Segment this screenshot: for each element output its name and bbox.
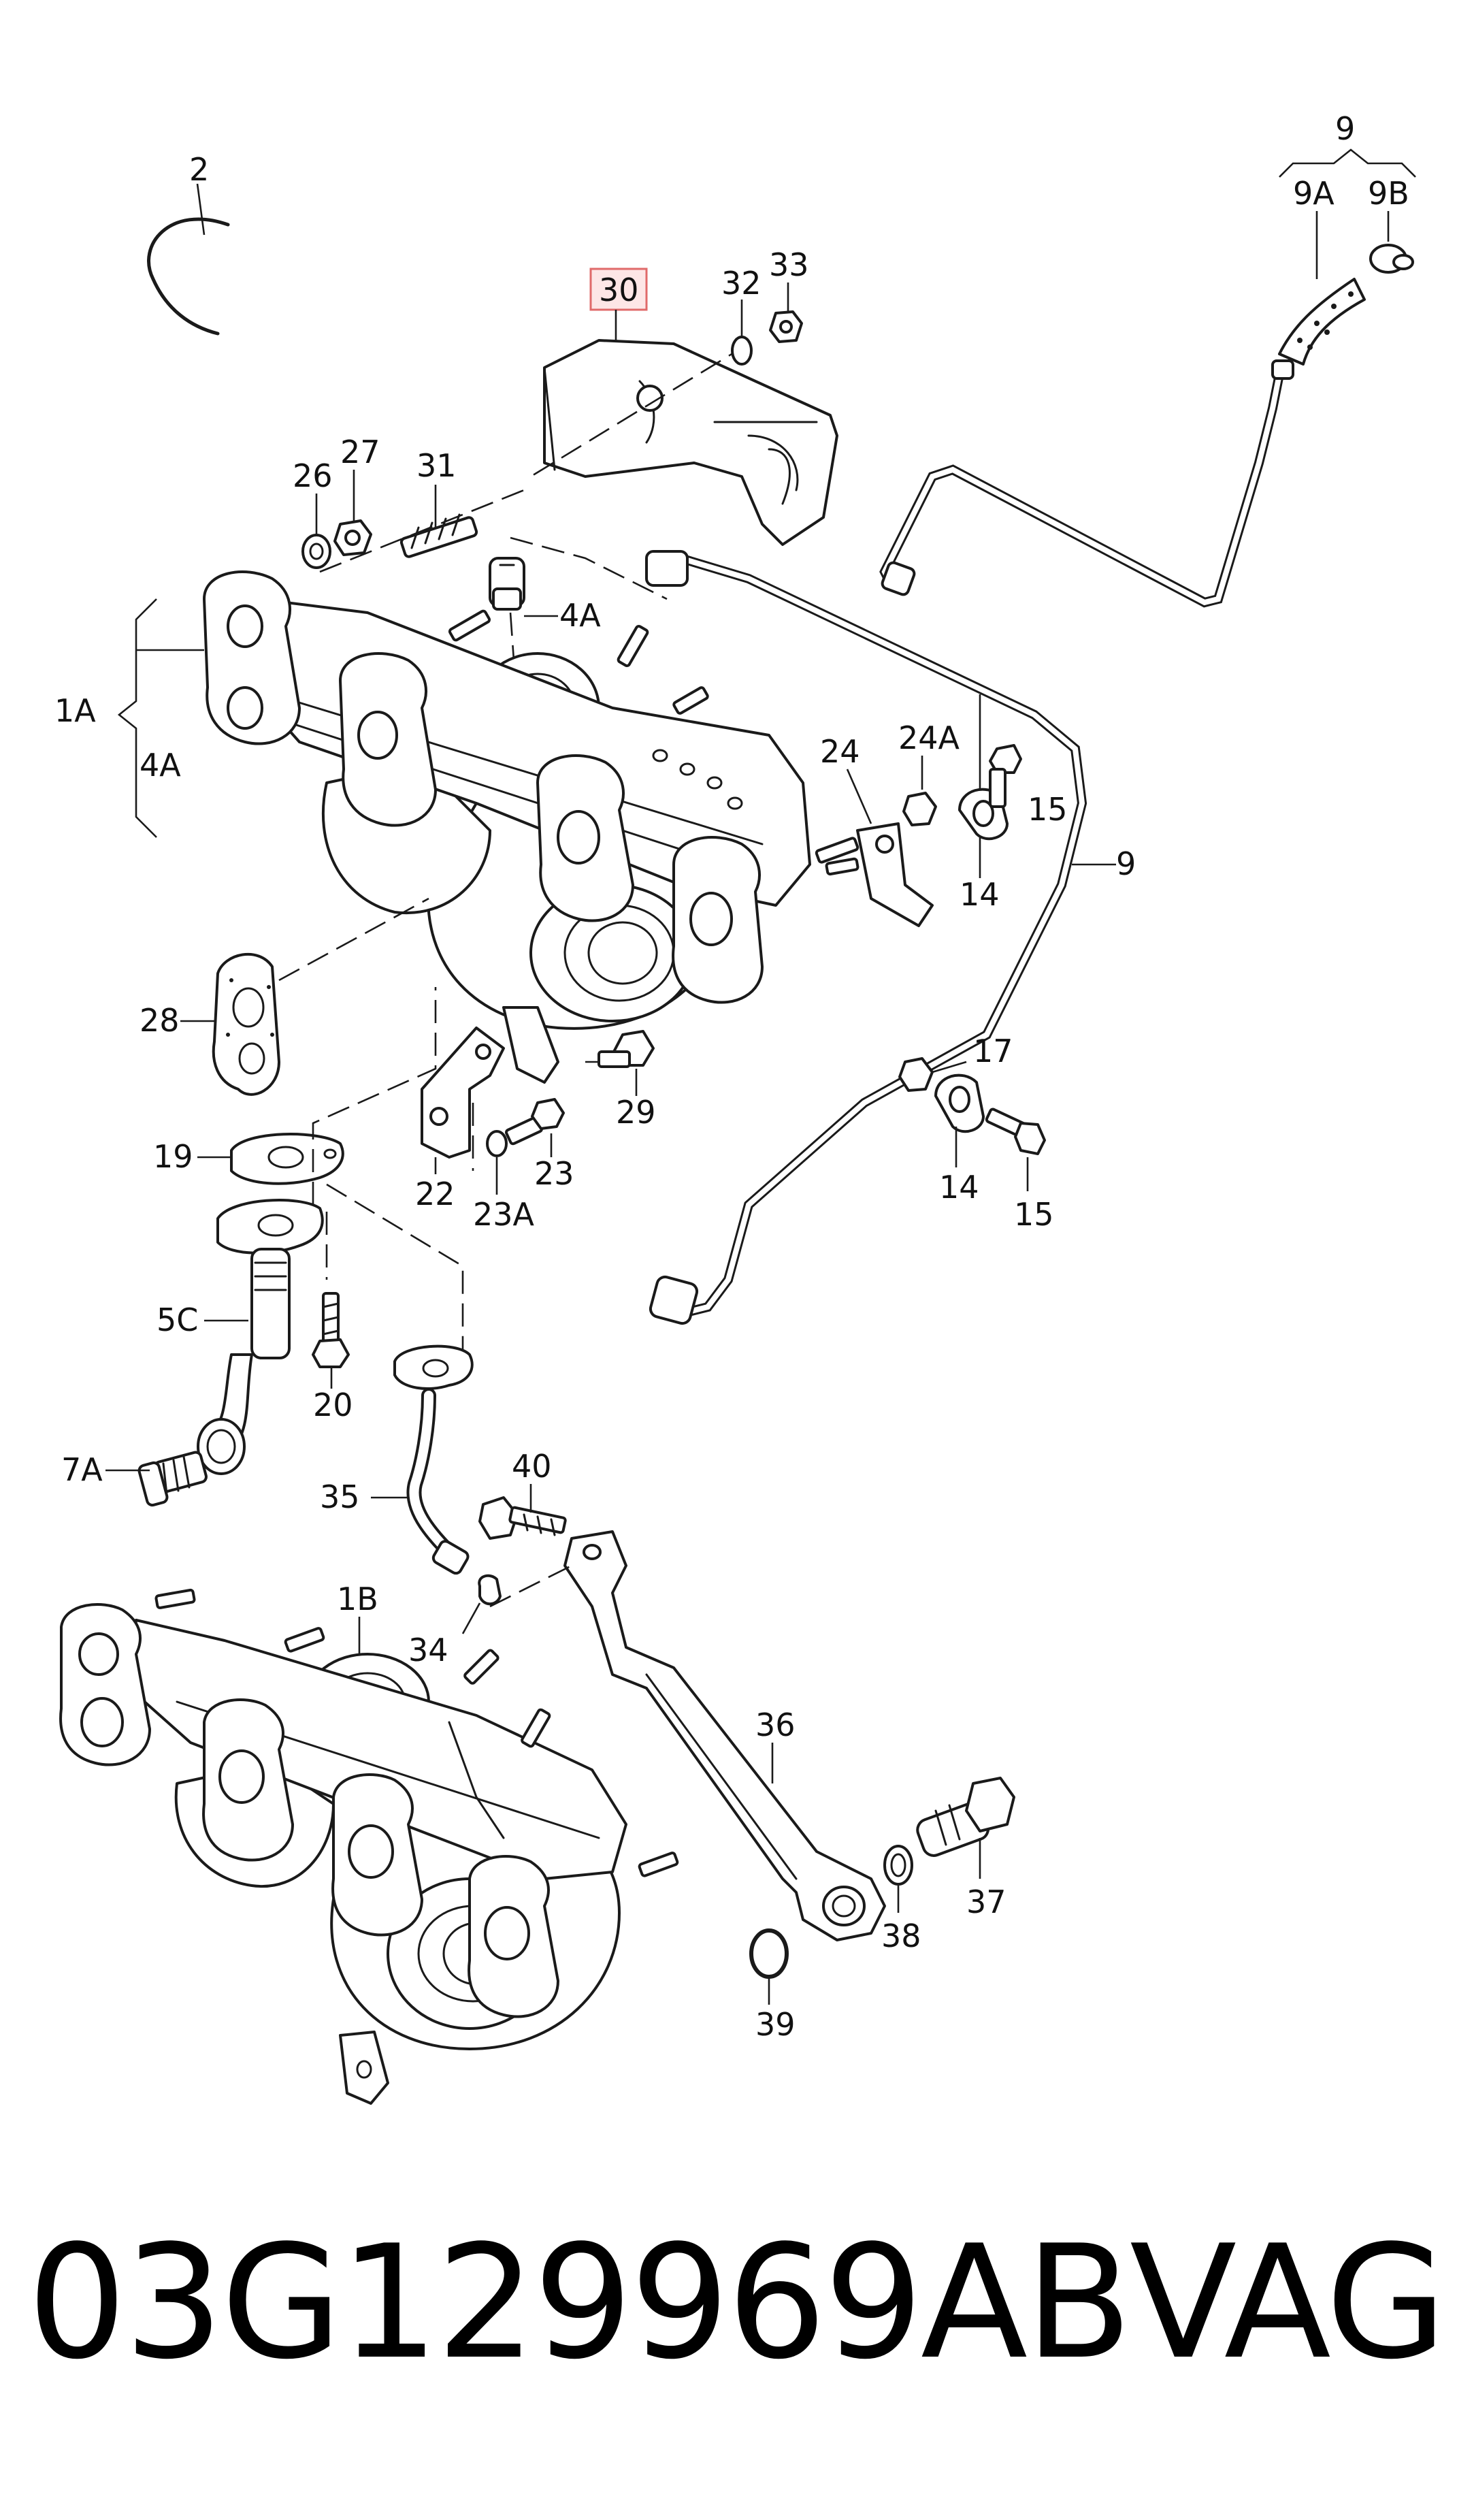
nut-part-17 <box>898 1057 934 1092</box>
callout-9: 9 <box>1335 110 1355 147</box>
stud-part-31 <box>399 513 478 558</box>
callout-9a: 9A <box>1293 175 1335 212</box>
bracket-part-24 <box>825 822 934 927</box>
clip-part-14-bottom <box>934 1073 985 1133</box>
bolt-part-29 <box>597 1030 655 1068</box>
callout-26: 26 <box>293 457 333 494</box>
callout-34: 34 <box>408 1632 448 1668</box>
circlip-part-2 <box>147 183 230 336</box>
bracket-part-22 <box>421 1027 505 1159</box>
callout-38: 38 <box>881 1918 921 1954</box>
washer-part-23a <box>486 1130 508 1157</box>
washer-part-26 <box>301 534 331 569</box>
callout-17: 17 <box>973 1033 1013 1069</box>
callout-7a: 7A <box>61 1451 103 1488</box>
bolt-part-40 <box>478 1496 567 1540</box>
callout-5c: 5C <box>157 1302 198 1338</box>
callout-14-bottom: 14 <box>939 1169 979 1206</box>
oil-line-part-9-upper <box>879 359 1294 608</box>
o-ring-part-39 <box>749 1928 789 1979</box>
callout-9-bracket <box>1279 148 1416 178</box>
callout-1a: 1A <box>54 692 96 729</box>
turbocharger-manifold-part-1b <box>59 1588 679 2105</box>
turbocharger-manifold-part-1a <box>203 570 860 1084</box>
callout-29: 29 <box>616 1094 656 1131</box>
oil-line-part-9-lower <box>645 550 1087 1325</box>
oil-hose-part-9a <box>1278 278 1366 366</box>
callout-19: 19 <box>153 1138 193 1175</box>
gasket-part-19 <box>230 1133 344 1185</box>
callout-24: 24 <box>820 733 860 770</box>
callout-1b: 1B <box>337 1581 378 1617</box>
callout-40: 40 <box>512 1448 552 1485</box>
banjo-fitting-part-37 <box>916 1777 1015 1857</box>
callout-27: 27 <box>340 434 380 470</box>
bolt-part-15-top <box>989 744 1022 808</box>
seal-ring-part-38 <box>883 1845 913 1886</box>
callout-22: 22 <box>415 1176 455 1212</box>
bolt-part-23 <box>505 1098 565 1146</box>
support-bracket-part-36 <box>563 1530 886 1941</box>
callout-24a: 24A <box>898 720 960 756</box>
callout-28: 28 <box>140 1002 180 1039</box>
callout-9-right: 9 <box>1116 845 1136 882</box>
callout-39: 39 <box>755 2006 796 2043</box>
part-number-caption: 03G129969AB <box>27 2212 1132 2394</box>
callout-33: 33 <box>769 246 809 283</box>
bolt-part-20 <box>312 1292 350 1368</box>
callout-4a-top: 4A <box>559 597 601 634</box>
washer-part-34 <box>478 1574 502 1606</box>
gasket-part-28 <box>212 953 280 1096</box>
callout-4a-left: 4A <box>140 747 181 784</box>
brand-caption: VAG <box>1130 2212 1447 2394</box>
washer-part-32 <box>731 336 753 366</box>
callout-30: 30 <box>599 272 639 308</box>
callout-23: 23 <box>534 1155 574 1192</box>
nut-part-33 <box>769 310 803 343</box>
callout-2: 2 <box>189 151 209 188</box>
callout-9b: 9B <box>1368 175 1409 212</box>
callout-31: 31 <box>416 447 457 484</box>
callout-15-top: 15 <box>1028 791 1068 828</box>
callout-37: 37 <box>966 1884 1006 1920</box>
callout-20: 20 <box>313 1387 353 1423</box>
callout-32: 32 <box>721 265 762 302</box>
oil-pipe-part-35 <box>393 1344 474 1575</box>
bolt-part-15-bottom <box>985 1108 1046 1155</box>
union-part-7a <box>137 1451 208 1507</box>
callout-1a-bracket <box>117 598 204 838</box>
banjo-bolt-part-4a <box>489 557 525 611</box>
oil-return-line-part-5c <box>197 1199 324 1475</box>
callout-14-top: 14 <box>960 876 1000 913</box>
hose-clamp-part-9b <box>1369 244 1414 274</box>
callout-35: 35 <box>320 1479 360 1515</box>
callout-23a: 23A <box>473 1196 535 1233</box>
callout-36: 36 <box>755 1707 796 1743</box>
nut-part-27 <box>333 519 372 556</box>
heat-shield-part-30 <box>543 339 838 546</box>
nut-part-24a <box>902 792 937 826</box>
callout-30-highlight <box>589 268 648 311</box>
callout-15-bottom: 15 <box>1014 1196 1054 1233</box>
